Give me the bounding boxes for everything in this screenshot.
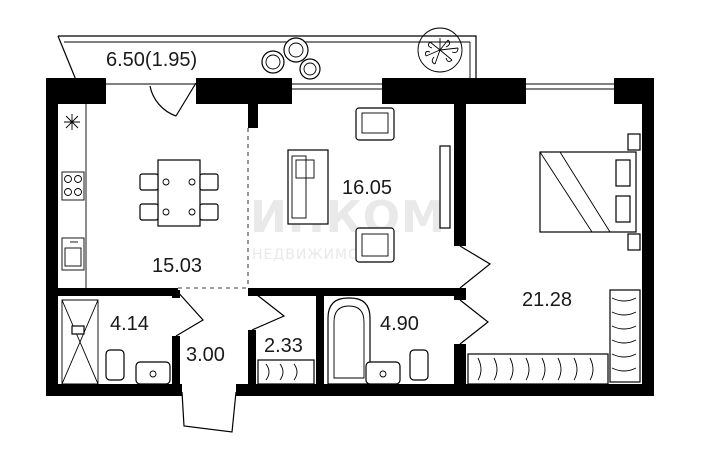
door-wc bbox=[251, 290, 286, 331]
living-furniture bbox=[287, 107, 451, 263]
door-bedroom bbox=[459, 245, 492, 289]
area-labels: 6.50(1.95) 15.03 16.05 21.28 4.14 3.00 2… bbox=[106, 49, 572, 366]
sofa bbox=[287, 149, 329, 225]
door-bath-right bbox=[459, 299, 489, 345]
label-kitchen: 15.03 bbox=[152, 255, 202, 277]
stove-icon bbox=[61, 171, 85, 201]
bathtub bbox=[327, 297, 371, 385]
label-wc: 2.33 bbox=[264, 335, 303, 357]
balcony-rail bbox=[58, 35, 477, 80]
sink-icon bbox=[61, 237, 85, 271]
toilet-right bbox=[409, 349, 429, 381]
wardrobe-bottom bbox=[467, 353, 609, 385]
exhaust-icon bbox=[64, 114, 80, 130]
watermark-main: ИНКОМ bbox=[250, 192, 446, 243]
tv-unit bbox=[439, 145, 451, 229]
balcony bbox=[57, 27, 477, 81]
watermark: ИНКОМ НЕДВИЖИМОСТЬ bbox=[250, 192, 446, 263]
sink-right bbox=[365, 361, 401, 385]
armchair-bottom bbox=[355, 227, 395, 263]
label-bedroom: 21.28 bbox=[522, 289, 572, 311]
toilet-left bbox=[105, 349, 125, 381]
dining-table bbox=[139, 159, 219, 227]
door-entrance bbox=[181, 391, 237, 433]
label-bath-right: 4.90 bbox=[380, 313, 419, 335]
label-bath-left: 4.14 bbox=[110, 313, 149, 335]
kitchen-fixtures bbox=[61, 104, 87, 288]
wc-fixtures bbox=[257, 359, 315, 385]
armchair-top bbox=[355, 107, 395, 141]
bedroom-furniture bbox=[467, 133, 641, 385]
balcony-stools bbox=[261, 37, 321, 80]
walls bbox=[46, 78, 654, 396]
plant-icon bbox=[417, 27, 463, 73]
label-balcony: 6.50(1.95) bbox=[106, 49, 197, 71]
balcony-edge-left bbox=[57, 35, 77, 81]
label-hall: 3.00 bbox=[186, 344, 225, 366]
bath-right-fixtures bbox=[327, 297, 429, 385]
windows bbox=[106, 83, 614, 90]
doors bbox=[149, 82, 492, 433]
label-living: 16.05 bbox=[342, 177, 392, 199]
door-balcony bbox=[149, 82, 197, 117]
sink-left bbox=[135, 361, 171, 385]
bath-left-fixtures bbox=[61, 299, 171, 385]
door-bath-left bbox=[175, 289, 204, 337]
wardrobe-right bbox=[609, 289, 641, 383]
